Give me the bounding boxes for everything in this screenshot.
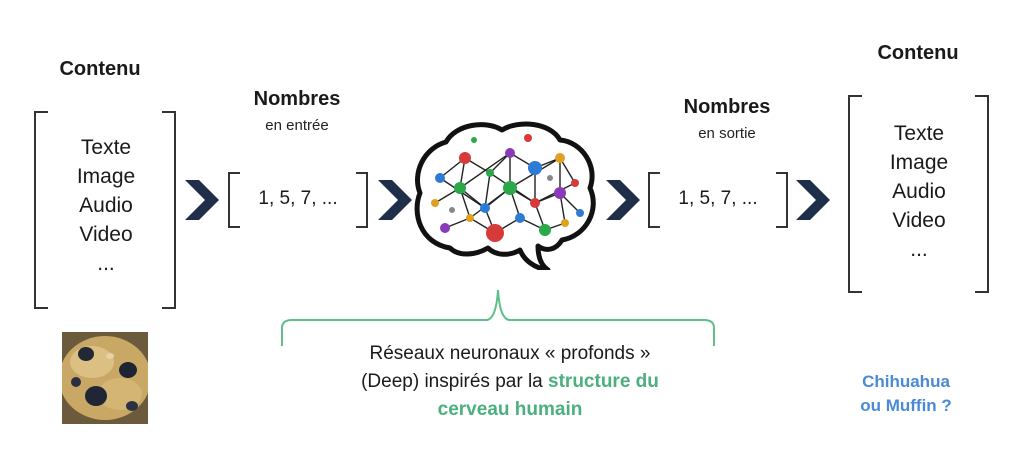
caption-line-2-plain: (Deep) inspirés par la: [361, 371, 549, 392]
input-bracket-close: [356, 172, 368, 228]
output-numbers-title: Nombres: [683, 96, 771, 118]
left-content-title: Contenu: [59, 58, 141, 80]
curly-brace: [281, 289, 715, 346]
caption-line-3-highlight: cerveau humain: [437, 399, 583, 420]
list-item: ...: [97, 252, 115, 275]
chevron-right-icon: [185, 180, 219, 220]
list-item: Texte: [80, 136, 132, 159]
right-bracket-open: [848, 95, 862, 293]
chevron-right-icon: [378, 180, 412, 220]
muffin-photo: [62, 332, 148, 424]
output-numbers-value: 1, 5, 7, ...: [678, 188, 758, 209]
list-item: Image: [889, 151, 949, 174]
output-bracket-close: [776, 172, 788, 228]
list-item: Audio: [892, 180, 946, 203]
chevron-right-icon: [796, 180, 830, 220]
list-item: Texte: [893, 122, 945, 145]
output-bracket-open: [648, 172, 660, 228]
left-content-list: Texte Image Audio Video ...: [54, 133, 158, 278]
left-bracket-open: [34, 111, 48, 309]
output-numbers-subtitle: en sortie: [698, 125, 756, 142]
question-text: Chihuahua ou Muffin ?: [846, 370, 966, 418]
list-item: Image: [76, 165, 136, 188]
caption-line-2: (Deep) inspirés par la structure du: [300, 368, 720, 396]
input-numbers-subtitle: en entrée: [265, 117, 329, 134]
chevron-right-icon: [606, 180, 640, 220]
question-line-1: Chihuahua: [862, 372, 950, 391]
caption-line-2-highlight: structure du: [548, 371, 659, 392]
list-item: Audio: [79, 194, 133, 217]
right-content-list: Texte Image Audio Video ...: [866, 119, 972, 264]
right-bracket-close: [975, 95, 989, 293]
left-bracket-close: [162, 111, 176, 309]
input-numbers-value: 1, 5, 7, ...: [258, 188, 338, 209]
caption: Réseaux neuronaux « profonds » (Deep) in…: [300, 340, 720, 424]
right-content-title: Contenu: [877, 42, 959, 64]
list-item: Video: [79, 223, 133, 246]
list-item: Video: [892, 209, 946, 232]
caption-line-1: Réseaux neuronaux « profonds »: [369, 343, 651, 364]
input-numbers-title: Nombres: [253, 88, 341, 110]
list-item: ...: [910, 238, 928, 261]
question-line-2: ou Muffin ?: [860, 396, 952, 415]
brain-network-icon: [414, 121, 596, 270]
input-bracket-open: [228, 172, 240, 228]
